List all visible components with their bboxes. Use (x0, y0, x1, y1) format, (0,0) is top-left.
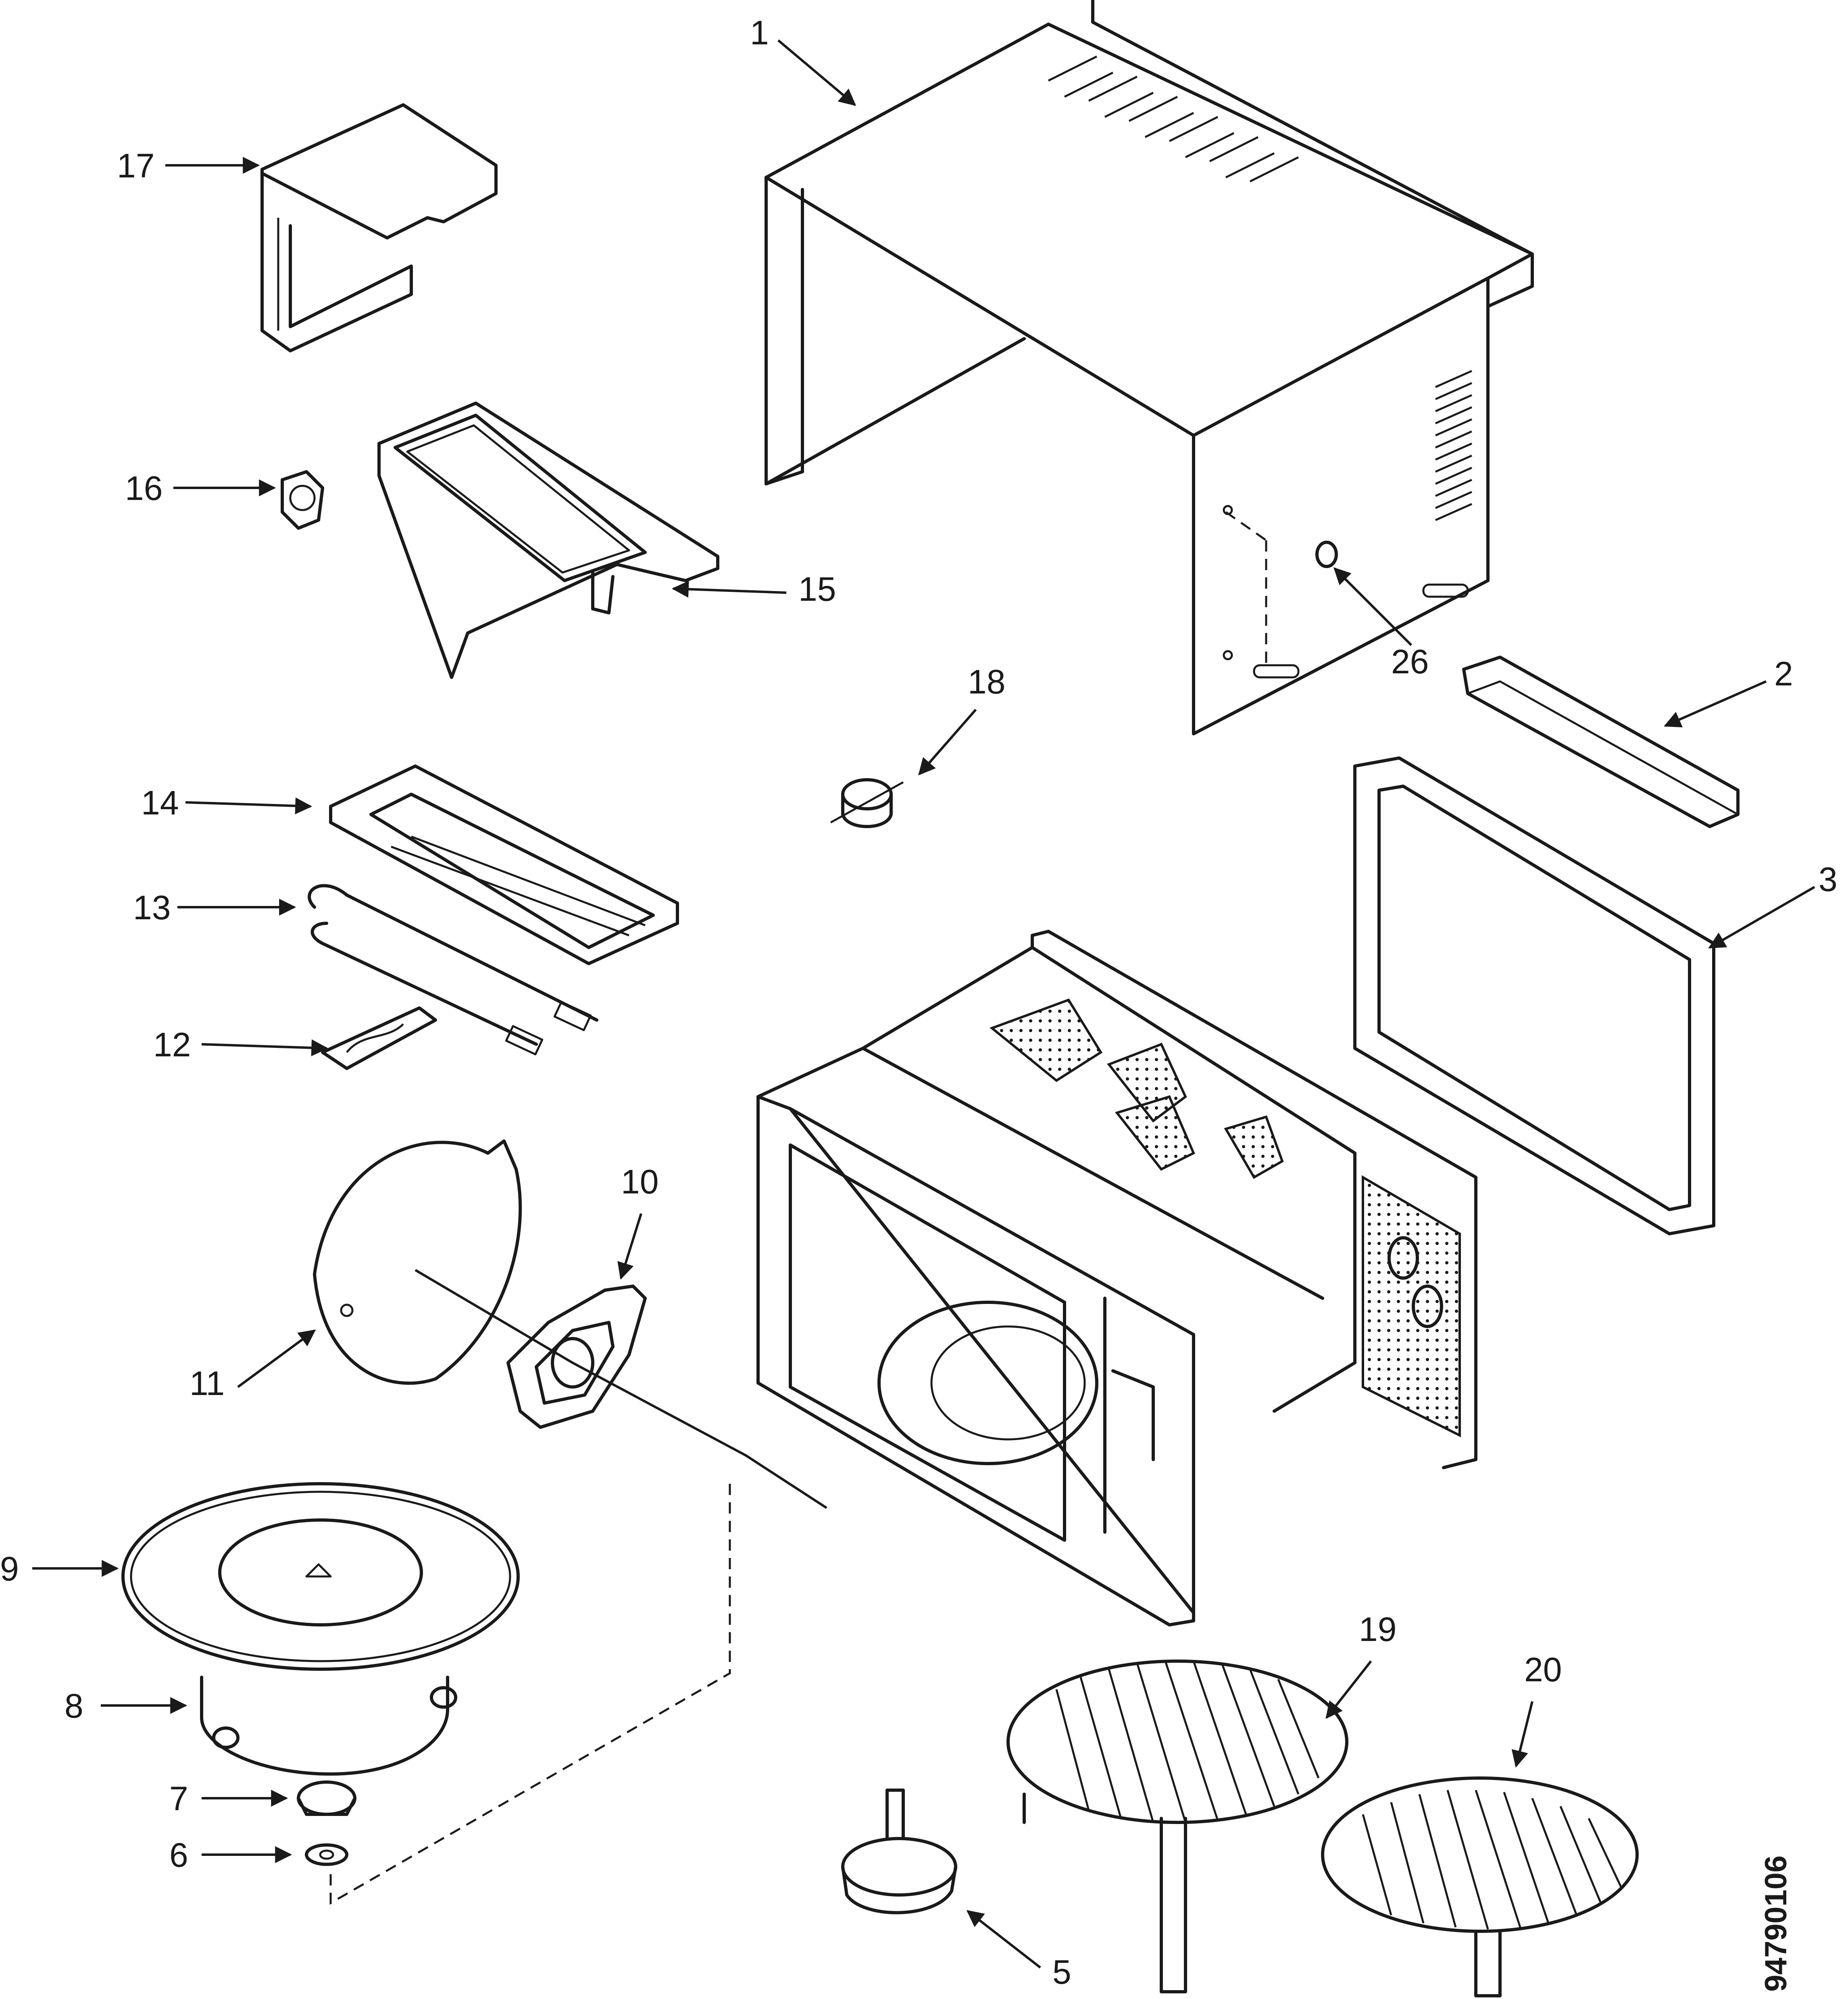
low-grill-rack (1321, 1776, 1639, 1997)
oven-cavity-assembly (756, 930, 1477, 1626)
cabinet-vents-top (1048, 55, 1299, 183)
callout-2: 2 (1774, 655, 1793, 693)
thermal-fuse (281, 470, 324, 530)
callout-14: 14 (141, 784, 179, 822)
callout-11: 11 (190, 1364, 225, 1402)
leader-arrows (32, 39, 1815, 1969)
mica-cover (313, 1139, 522, 1385)
callout-6: 6 (169, 1836, 188, 1874)
callout-1: 1 (750, 14, 769, 52)
callout-9: 9 (0, 1550, 19, 1588)
callout-20: 20 (1524, 1651, 1562, 1689)
turntable-coupler (506, 1285, 647, 1429)
callout-18: 18 (968, 663, 1005, 701)
callout-15: 15 (798, 570, 836, 608)
heater-element (308, 884, 598, 1056)
roller-ring (200, 1676, 457, 1776)
high-grill-rack (1006, 1660, 1348, 1993)
callout-12: 12 (153, 1026, 191, 1064)
door-frame (1353, 756, 1715, 1235)
assembly-line-shaft (329, 1484, 731, 1905)
drawing-code: 94790106 (1759, 1855, 1793, 1992)
bracket-cover (260, 103, 498, 352)
callout-13: 13 (133, 889, 171, 927)
heater-cover (329, 764, 679, 965)
thermostat (830, 778, 904, 828)
screw (1315, 541, 1338, 568)
callout-7: 7 (169, 1780, 188, 1818)
callout-8: 8 (65, 1687, 83, 1725)
heater-clip (321, 1006, 437, 1070)
callout-5: 5 (1052, 1953, 1071, 1991)
callout-3: 3 (1819, 860, 1838, 898)
callout-16: 16 (125, 469, 163, 507)
front-trim-bar (1462, 656, 1740, 828)
assembly-line-coupler (415, 1269, 827, 1509)
turntable-motor (841, 1789, 957, 1914)
callout-26: 26 (1391, 643, 1429, 681)
callout-19: 19 (1359, 1610, 1396, 1648)
callout-17: 17 (117, 147, 154, 185)
callout-10: 10 (621, 1163, 658, 1201)
outer-cabinet (765, 0, 1534, 735)
cabinet-vents-side (1435, 370, 1473, 521)
coupling (297, 1780, 356, 1816)
shaft-washer (305, 1843, 348, 1866)
glass-turntable (121, 1482, 520, 1671)
heater-reflector (377, 402, 719, 679)
